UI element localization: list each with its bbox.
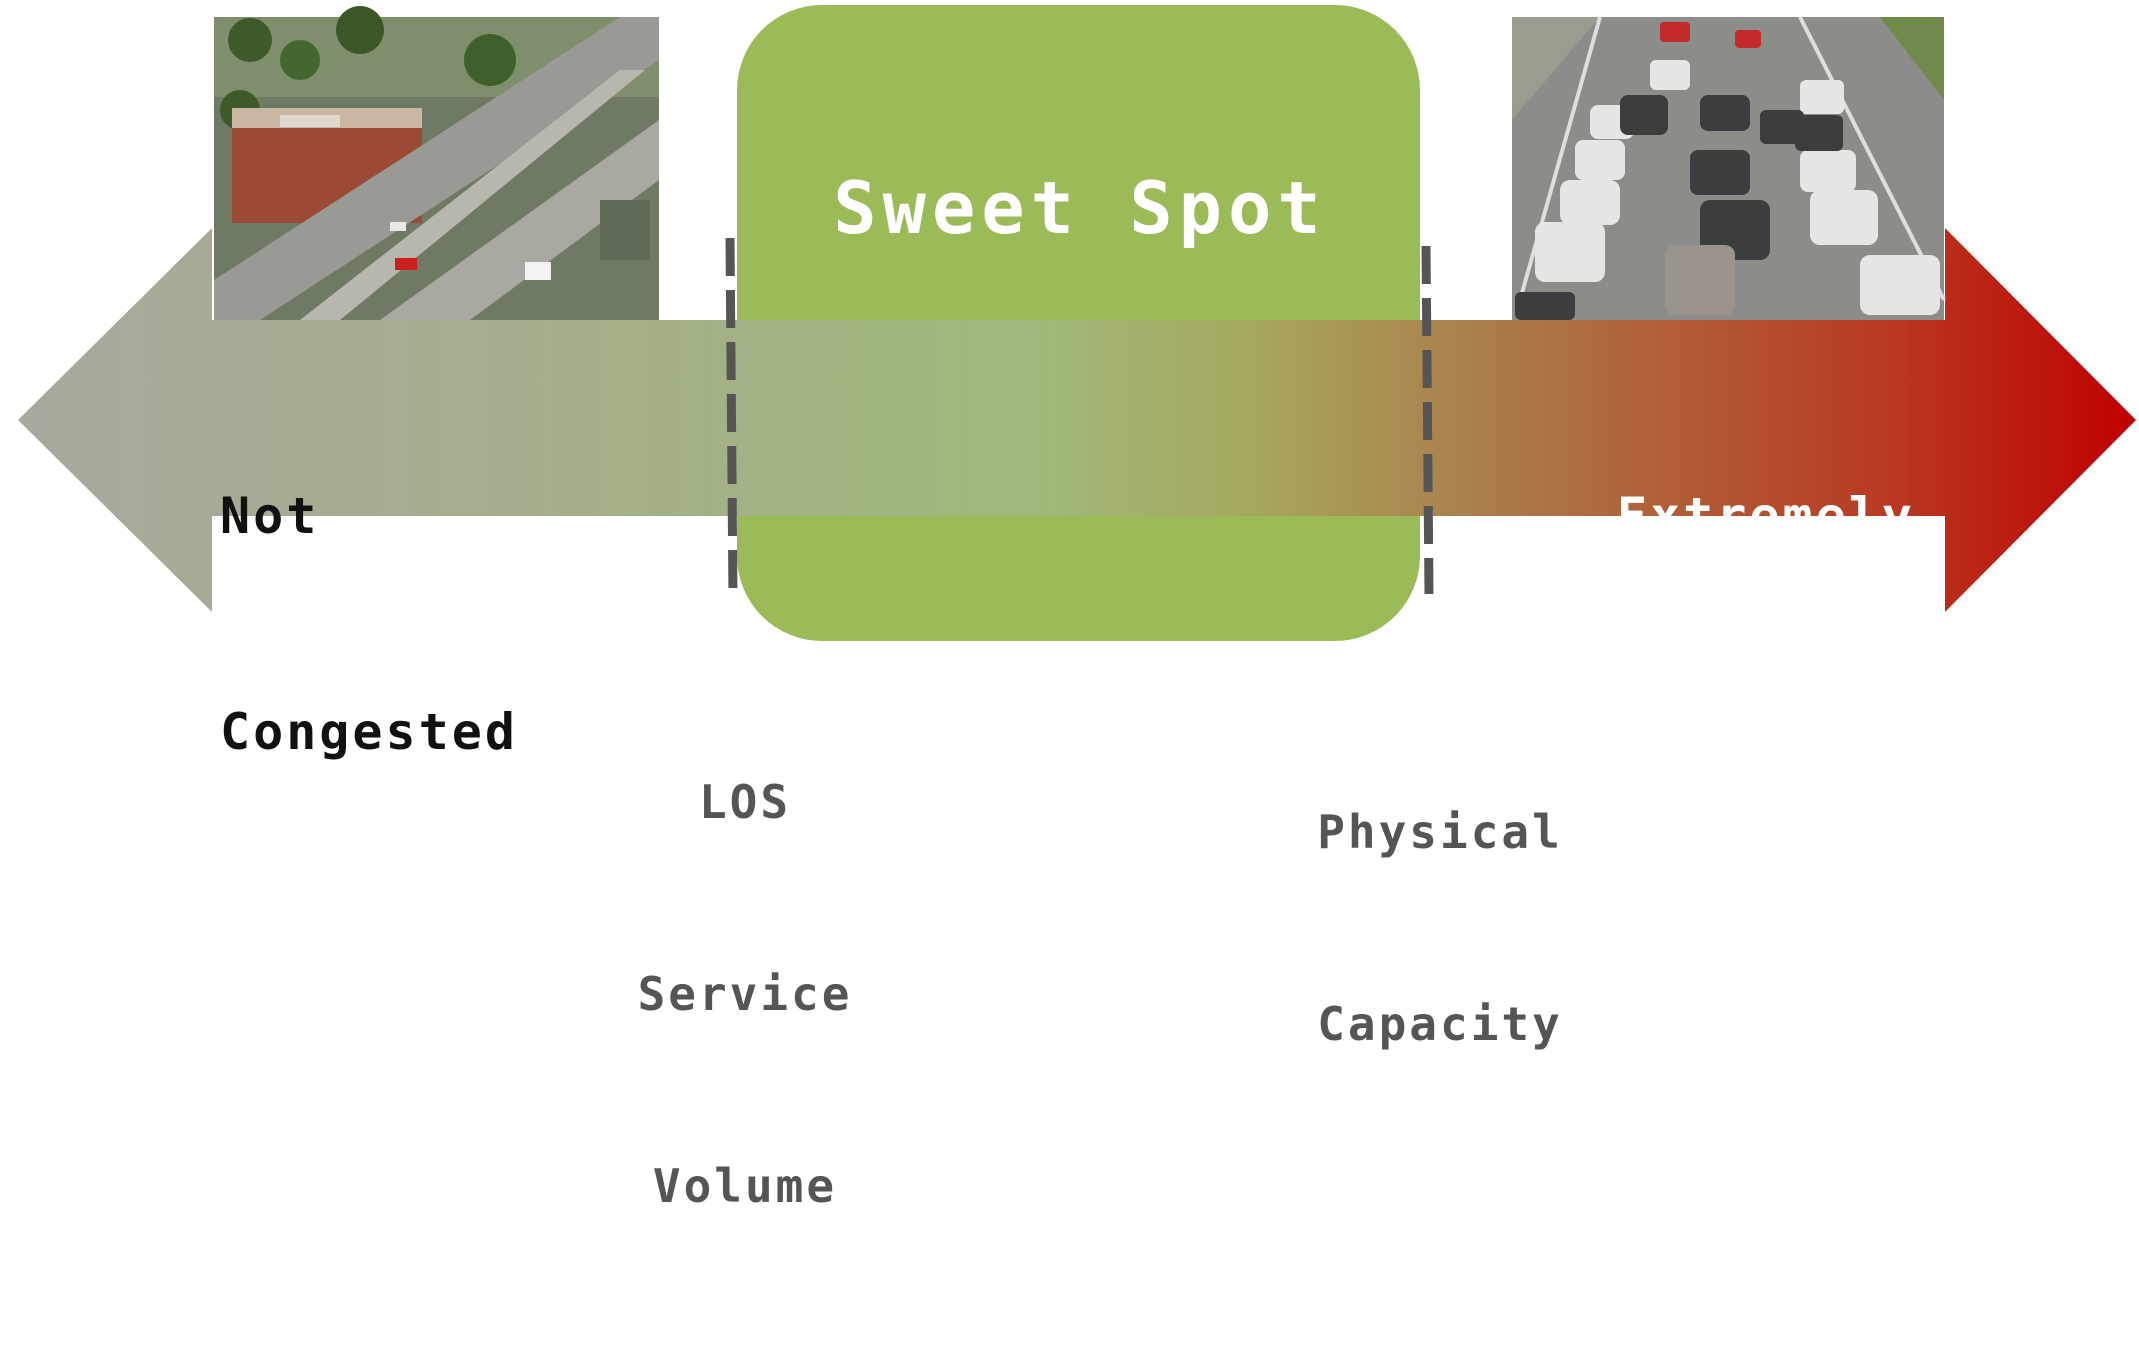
los-threshold-line <box>725 237 738 601</box>
los-line-1: LOS <box>698 775 792 829</box>
extremely-congested-line-2: Congested <box>1617 703 1915 761</box>
capacity-line-1: Physical <box>1317 805 1563 859</box>
not-congested-line-1: Not <box>220 487 320 545</box>
los-service-volume-label: LOS Service Volume <box>620 642 870 1346</box>
not-congested-line-2: Congested <box>220 703 518 761</box>
congestion-scale-arrow <box>18 228 2136 612</box>
aerial-highway-photo <box>214 6 659 320</box>
physical-capacity-label: Physical Capacity <box>1290 672 1590 1184</box>
congestion-diagram: Sweet Spot Not Congested Extremely Conge… <box>18 5 2136 1213</box>
los-line-3: Volume <box>652 1159 838 1213</box>
capacity-line-2: Capacity <box>1317 997 1563 1051</box>
diagram-canvas <box>18 5 2136 641</box>
traffic-jam-photo <box>1512 16 1946 320</box>
los-line-2: Service <box>637 967 853 1021</box>
not-congested-label: Not Congested <box>220 336 518 912</box>
extremely-congested-line-1: Extremely <box>1617 487 1915 545</box>
extremely-congested-label: Extremely Congested <box>1617 336 1915 912</box>
sweet-spot-label: Sweet Spot <box>833 166 1327 250</box>
capacity-threshold-line <box>1421 245 1434 595</box>
